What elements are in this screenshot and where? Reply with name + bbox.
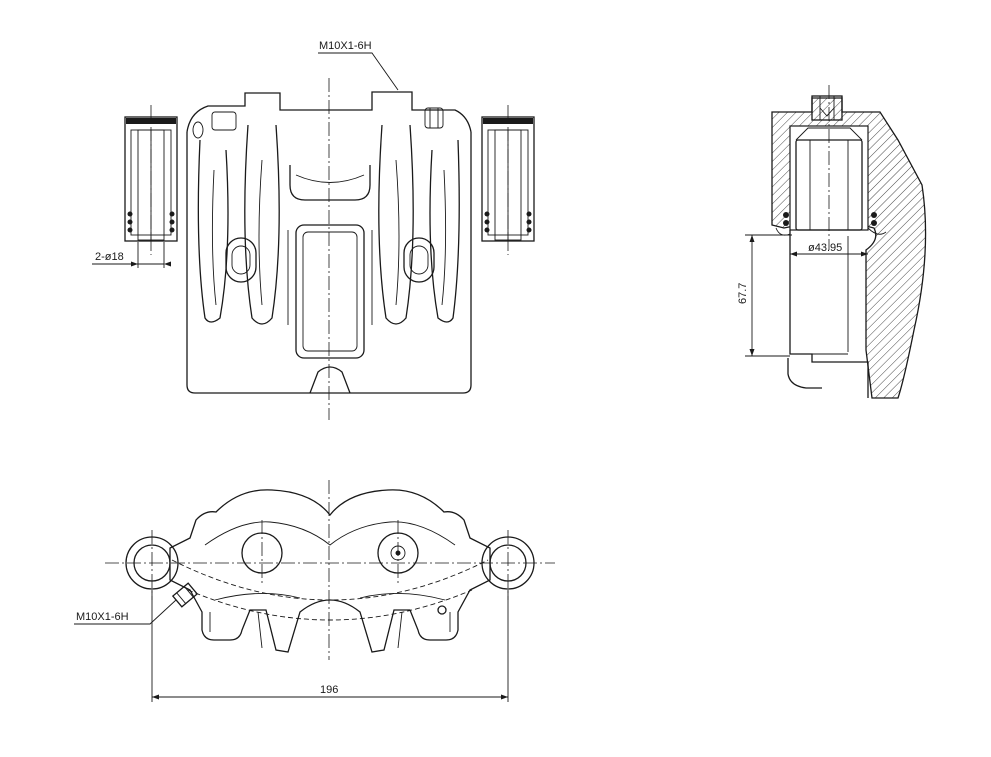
top-view: M10X1-6H 196 <box>74 480 555 702</box>
front-view: M10X1-6H 2-ø18 <box>92 40 535 420</box>
thread-bottom-label: M10X1-6H <box>76 611 129 623</box>
width-dimension-label: 196 <box>320 684 338 696</box>
height-dimension-label: 67.7 <box>737 283 749 304</box>
hole-diameter-label: 2-ø18 <box>95 251 124 263</box>
hatched-section <box>771 97 927 399</box>
piston-diameter-label: ø43.95 <box>808 242 842 254</box>
section-view: ø43.95 67.7 <box>737 85 927 399</box>
thread-top-label: M10X1-6H <box>319 40 372 52</box>
